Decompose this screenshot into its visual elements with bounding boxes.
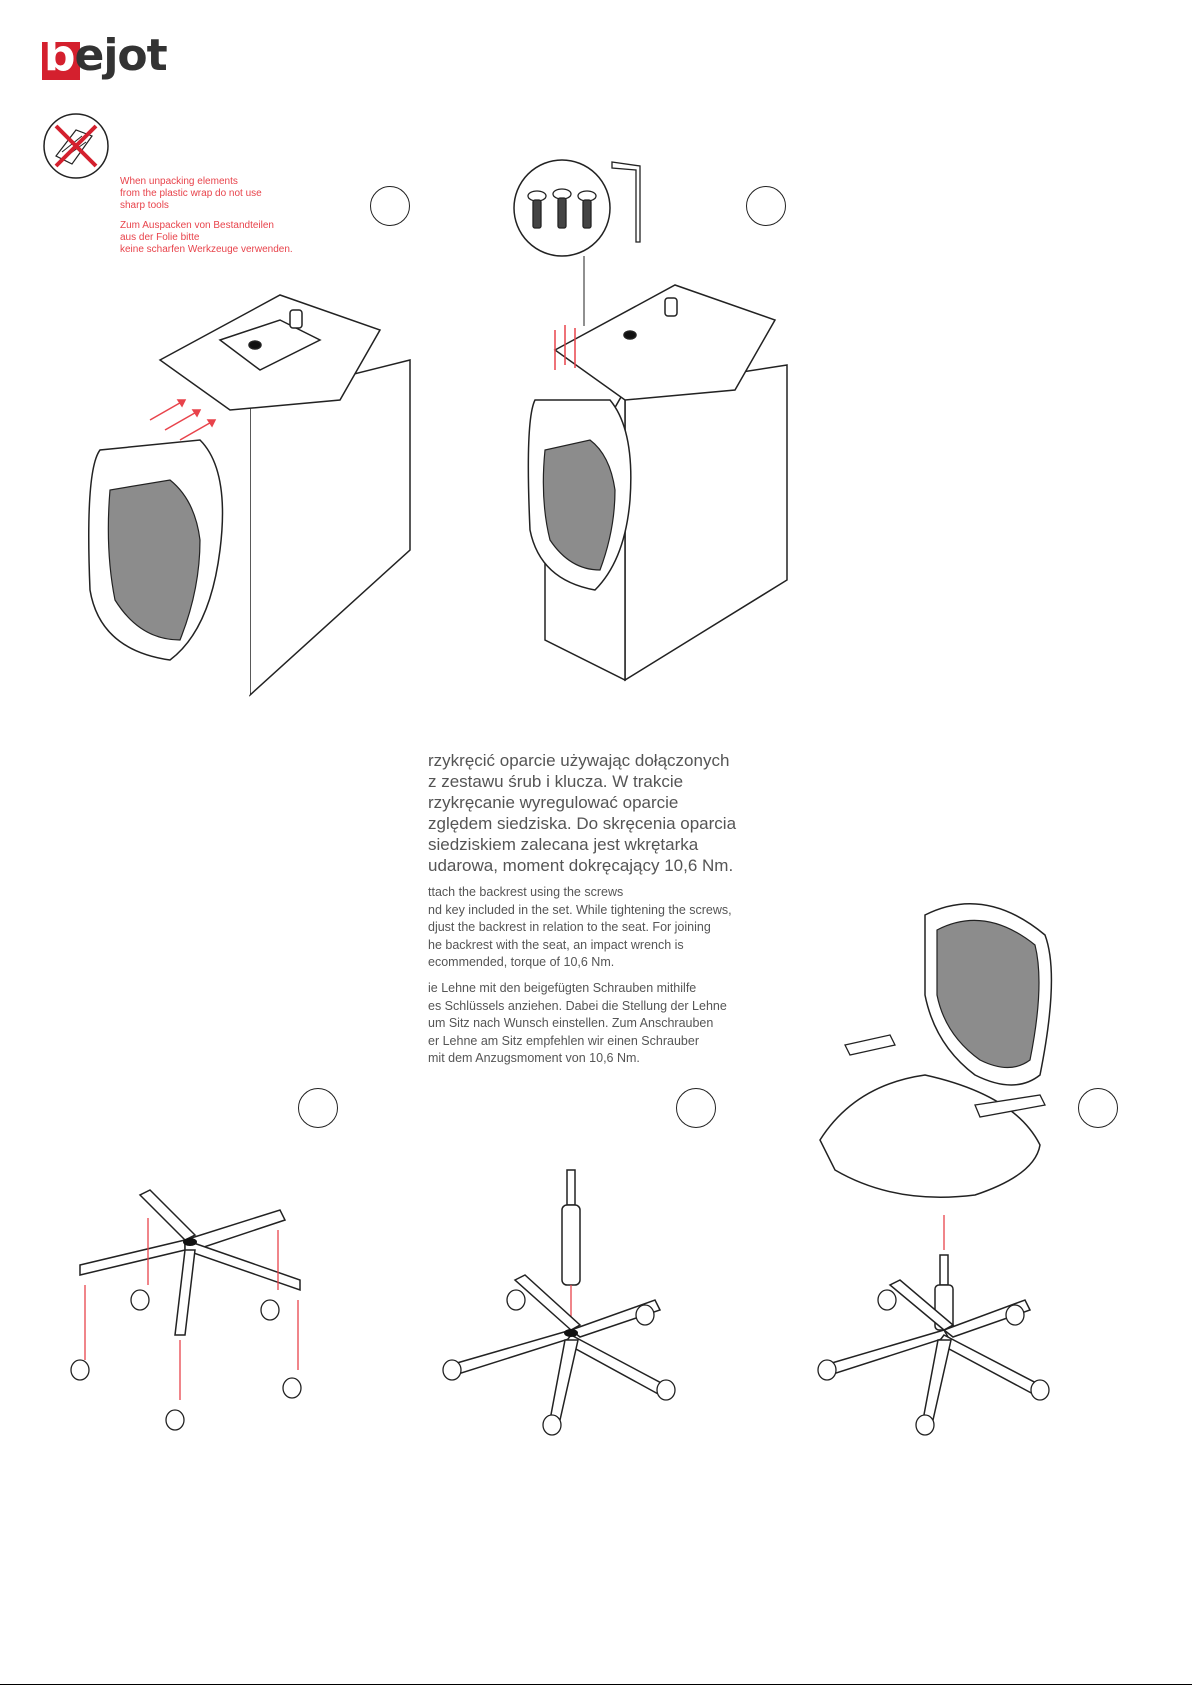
instruction-text-en: ttach the backrest using the screws nd k…	[428, 885, 732, 969]
no-sharp-tools-icon	[43, 113, 109, 179]
illustration-step-1	[80, 294, 411, 697]
screws-and-key-callout	[513, 159, 641, 326]
illustration-step-5	[817, 903, 1053, 1436]
step-circle-1	[370, 186, 410, 226]
logo-letter: b	[44, 30, 75, 81]
step-circle-4	[676, 1088, 716, 1128]
illustration-step-2	[527, 284, 788, 682]
step-circle-2	[746, 186, 786, 226]
warning-text-en: When unpacking elements from the plastic…	[120, 176, 262, 211]
logo-red-box	[42, 42, 80, 80]
logo-wordmark: ejot	[74, 30, 168, 81]
step-circle-3	[298, 1088, 338, 1128]
instruction-text-pl: rzykręcić oparcie używając dołączonych z…	[428, 751, 737, 875]
illustration-step-4	[442, 1169, 676, 1436]
instruction-text-de: ie Lehne mit den beigefügten Schrauben m…	[428, 981, 727, 1065]
warning-text-de: Zum Auspacken von Bestandteilen aus der …	[120, 220, 293, 255]
illustration-step-3	[70, 1189, 302, 1431]
step-circle-5	[1078, 1088, 1118, 1128]
brand-logo: bejot	[42, 34, 172, 84]
